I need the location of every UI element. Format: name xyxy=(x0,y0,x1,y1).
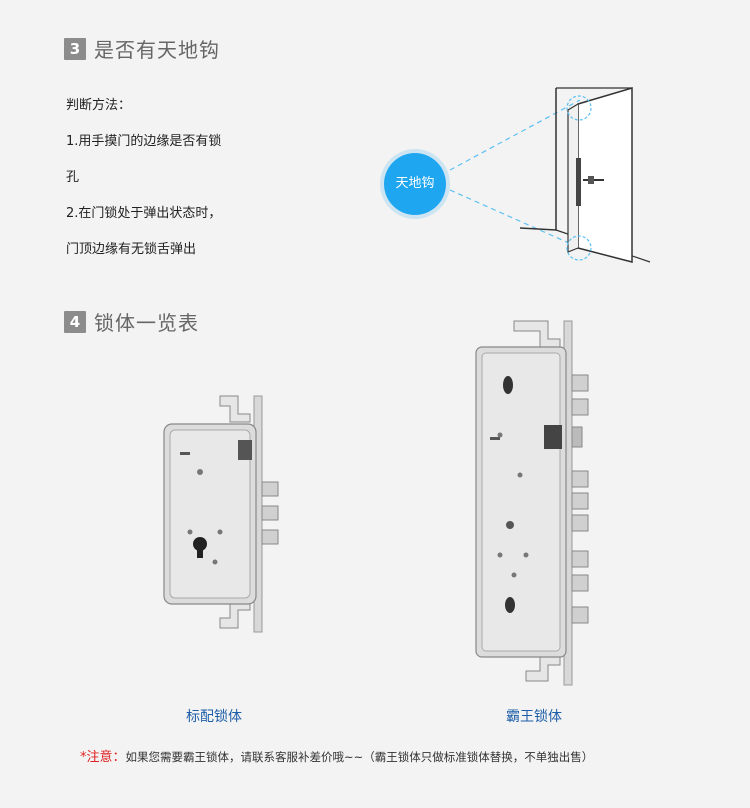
section-3-number: 3 xyxy=(64,37,86,60)
section-4-header: 4 锁体一览表 xyxy=(64,307,199,336)
overlord-lock-body-image xyxy=(475,320,589,686)
method-line: 2.在门锁处于弹出状态时， xyxy=(66,206,222,221)
section-4-title: 锁体一览表 xyxy=(94,311,199,335)
method-line: 门顶边缘有无锁舌弹出 xyxy=(66,242,197,257)
overlord-lock-caption: 霸王锁体 xyxy=(506,709,562,725)
sky-earth-hook-badge: 天地钩 xyxy=(384,153,446,215)
method-line: 孔 xyxy=(66,170,80,185)
notice: *注意：如果您需要霸王锁体，请联系客服补差价哦~~（霸王锁体只做标准锁体替换，不… xyxy=(80,746,593,765)
method-text: 判断方法： 1.用手摸门的边缘是否有锁 孔 2.在门锁处于弹出状态时， 门顶边缘… xyxy=(66,92,296,272)
notice-text: 如果您需要霸王锁体，请联系客服补差价哦~~（霸王锁体只做标准锁体替换，不单独出售… xyxy=(125,750,594,764)
notice-label: *注意： xyxy=(80,750,126,765)
method-line: 判断方法： xyxy=(66,98,132,113)
standard-lock-body-image xyxy=(163,395,279,633)
standard-lock-caption: 标配锁体 xyxy=(186,709,242,725)
method-line: 1.用手摸门的边缘是否有锁 xyxy=(66,134,222,149)
section-3-title: 是否有天地钩 xyxy=(94,38,220,62)
door-illustration xyxy=(449,86,651,263)
section-4-number: 4 xyxy=(64,310,86,333)
section-3-header: 3 是否有天地钩 xyxy=(64,34,220,63)
